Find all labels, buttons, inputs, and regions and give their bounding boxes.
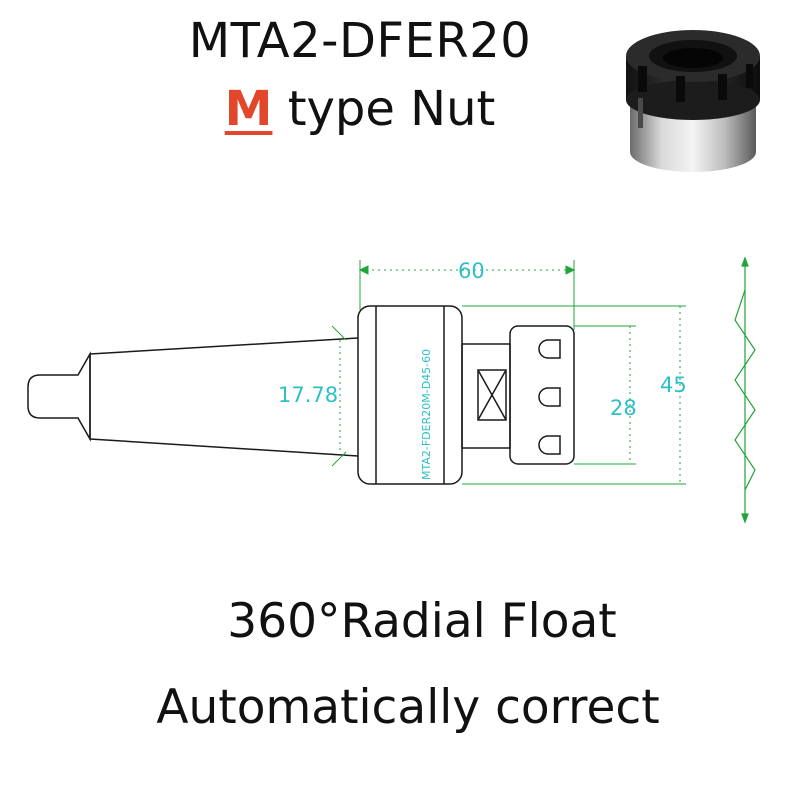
holder-outline: [27, 305, 575, 485]
dimension-taper: 17.78: [278, 383, 338, 407]
dimension-body: 45: [660, 373, 687, 397]
feature-auto-correct: Automatically correct: [156, 680, 660, 735]
break-line: [734, 256, 756, 524]
dimension-lines: [331, 260, 686, 485]
nut-type-label: type Nut: [272, 81, 496, 137]
tool-holder-drawing: MTA2-FDER20M-D45-60 60 17.78 28 45: [27, 256, 756, 524]
feature-radial-float: 360°Radial Float: [227, 594, 617, 649]
dimension-nut: 28: [610, 396, 637, 420]
engraving-text: MTA2-FDER20M-D45-60: [420, 349, 433, 480]
product-subtitle: M type Nut: [150, 78, 570, 140]
dimension-length: 60: [458, 259, 485, 283]
product-title: MTA2-DFER20: [188, 13, 532, 69]
nut-type-letter: M: [224, 81, 273, 137]
er-nut-photo: [626, 30, 760, 172]
